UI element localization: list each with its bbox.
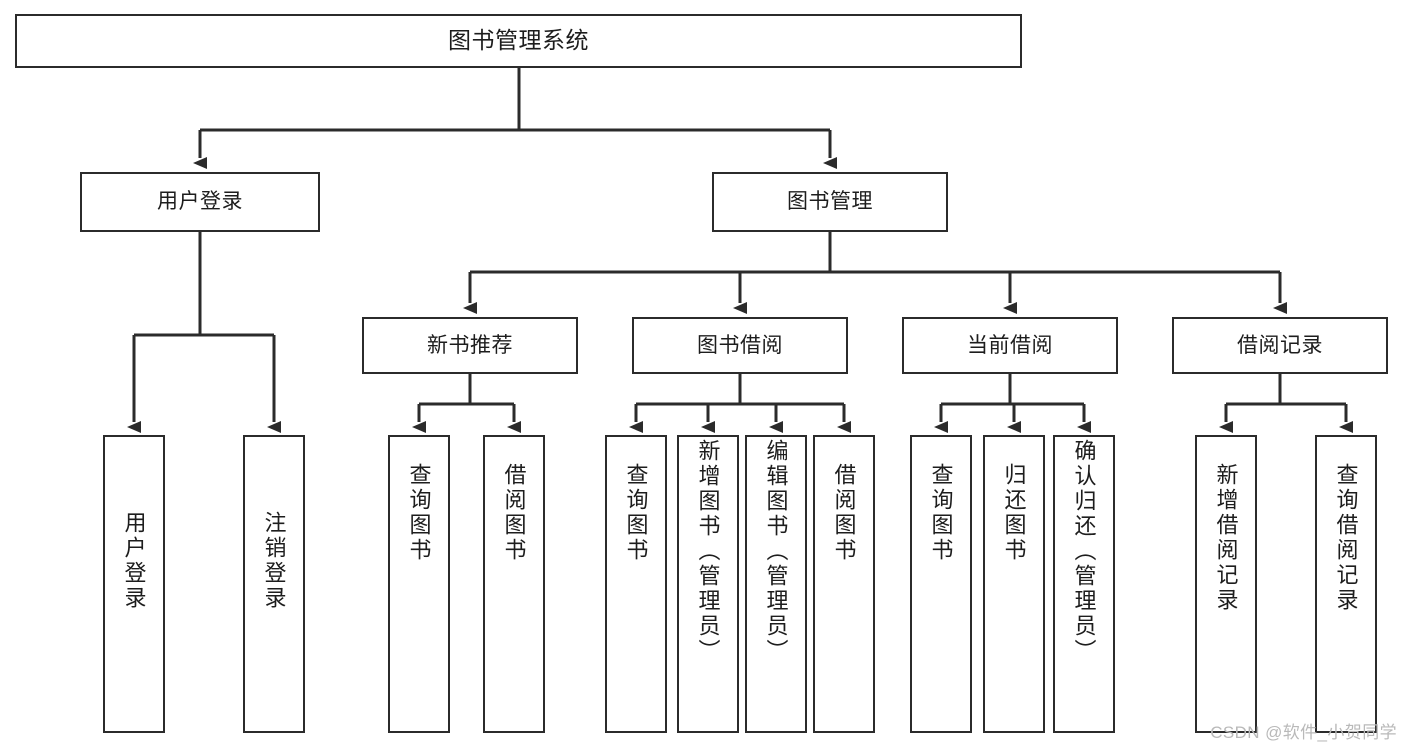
node-leaf-borrow-book-1[interactable]: 借阅图书 <box>483 435 545 733</box>
node-user-login[interactable]: 用户登录 <box>80 172 320 232</box>
node-leaf-edit-book[interactable]: 编辑图书（管理员） <box>745 435 807 733</box>
node-leaf-borrow-book-1-label: 借阅图书 <box>501 463 527 563</box>
node-new-book-rec-label: 新书推荐 <box>427 333 513 357</box>
node-book-borrow[interactable]: 图书借阅 <box>632 317 848 374</box>
node-current-borrow-label: 当前借阅 <box>967 333 1053 357</box>
node-leaf-borrow-book-2[interactable]: 借阅图书 <box>813 435 875 733</box>
node-leaf-user-login-label: 用户登录 <box>121 511 147 611</box>
node-borrow-record-label: 借阅记录 <box>1237 333 1323 357</box>
node-leaf-add-book-label: 新增图书（管理员） <box>695 439 721 664</box>
node-root[interactable]: 图书管理系统 <box>15 14 1022 68</box>
node-leaf-return-book-label: 归还图书 <box>1001 463 1027 563</box>
node-leaf-query-book-1[interactable]: 查询图书 <box>388 435 450 733</box>
node-current-borrow[interactable]: 当前借阅 <box>902 317 1118 374</box>
node-leaf-add-record[interactable]: 新增借阅记录 <box>1195 435 1257 733</box>
node-leaf-query-record-label: 查询借阅记录 <box>1333 463 1359 613</box>
node-leaf-query-book-2[interactable]: 查询图书 <box>605 435 667 733</box>
node-leaf-query-book-2-label: 查询图书 <box>623 463 649 563</box>
node-leaf-add-record-label: 新增借阅记录 <box>1213 463 1239 613</box>
node-leaf-confirm-return-label: 确认归还（管理员） <box>1071 439 1097 664</box>
node-book-borrow-label: 图书借阅 <box>697 333 783 357</box>
node-user-login-label: 用户登录 <box>157 190 243 214</box>
node-leaf-add-book[interactable]: 新增图书（管理员） <box>677 435 739 733</box>
node-leaf-edit-book-label: 编辑图书（管理员） <box>763 439 789 664</box>
node-leaf-confirm-return[interactable]: 确认归还（管理员） <box>1053 435 1115 733</box>
node-leaf-user-login[interactable]: 用户登录 <box>103 435 165 733</box>
node-leaf-user-logout-label: 注销登录 <box>261 511 287 611</box>
node-leaf-return-book[interactable]: 归还图书 <box>983 435 1045 733</box>
node-book-manage[interactable]: 图书管理 <box>712 172 948 232</box>
node-borrow-record[interactable]: 借阅记录 <box>1172 317 1388 374</box>
node-leaf-query-book-3-label: 查询图书 <box>928 463 954 563</box>
node-new-book-rec[interactable]: 新书推荐 <box>362 317 578 374</box>
node-leaf-query-book-1-label: 查询图书 <box>406 463 432 563</box>
node-root-label: 图书管理系统 <box>448 27 589 54</box>
node-leaf-borrow-book-2-label: 借阅图书 <box>831 463 857 563</box>
node-book-manage-label: 图书管理 <box>787 190 873 214</box>
csdn-watermark: CSDN @软件_小贺同学 <box>1210 723 1397 742</box>
node-leaf-query-book-3[interactable]: 查询图书 <box>910 435 972 733</box>
node-leaf-query-record[interactable]: 查询借阅记录 <box>1315 435 1377 733</box>
node-leaf-user-logout[interactable]: 注销登录 <box>243 435 305 733</box>
